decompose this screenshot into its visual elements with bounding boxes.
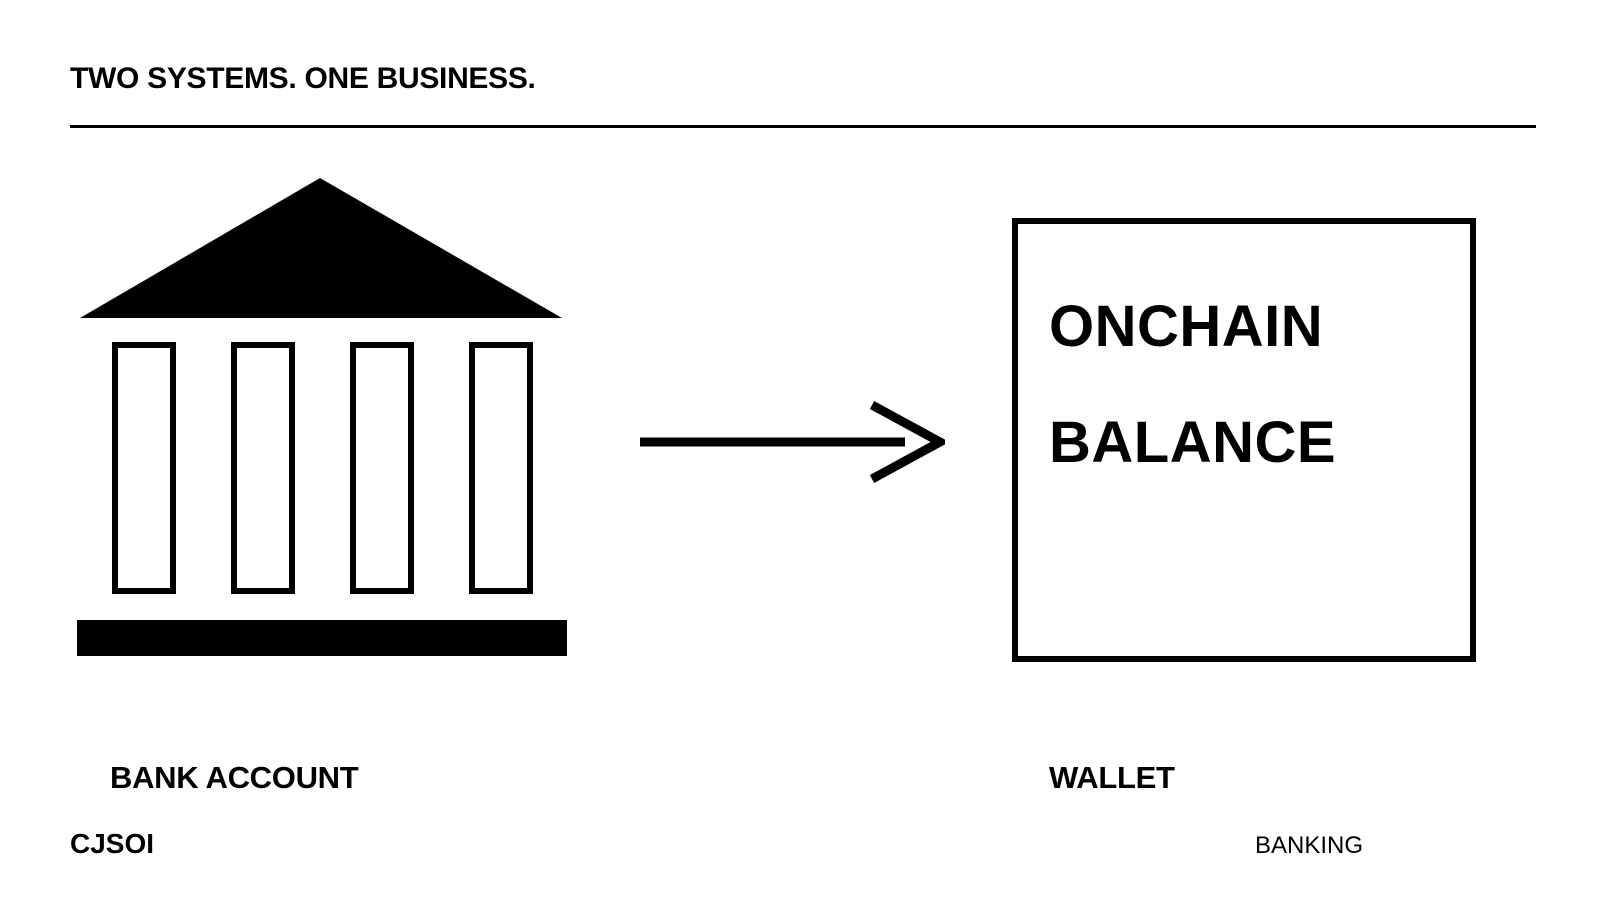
- bank-column: [112, 342, 176, 594]
- arrow-right-icon: [640, 401, 945, 483]
- bank-base: [77, 620, 567, 656]
- bank-column: [469, 342, 533, 594]
- balance-label: BALANCE: [1049, 410, 1337, 475]
- page-title: TWO SYSTEMS. ONE BUSINESS.: [70, 62, 536, 95]
- bank-column: [350, 342, 414, 594]
- bank-column: [231, 342, 295, 594]
- bank-account-caption: BANK ACCOUNT: [110, 760, 359, 795]
- footer-brand: CJSOI: [70, 828, 155, 859]
- bank-building-icon: [77, 178, 567, 656]
- bank-roof: [80, 178, 562, 318]
- title-divider: [70, 125, 1536, 128]
- onchain-label: ONCHAIN: [1049, 294, 1324, 359]
- onchain-balance-box: [1012, 218, 1476, 662]
- arrow-head: [869, 401, 945, 483]
- wallet-caption: WALLET: [1049, 760, 1175, 795]
- footer-section-label: BANKING: [1255, 832, 1364, 859]
